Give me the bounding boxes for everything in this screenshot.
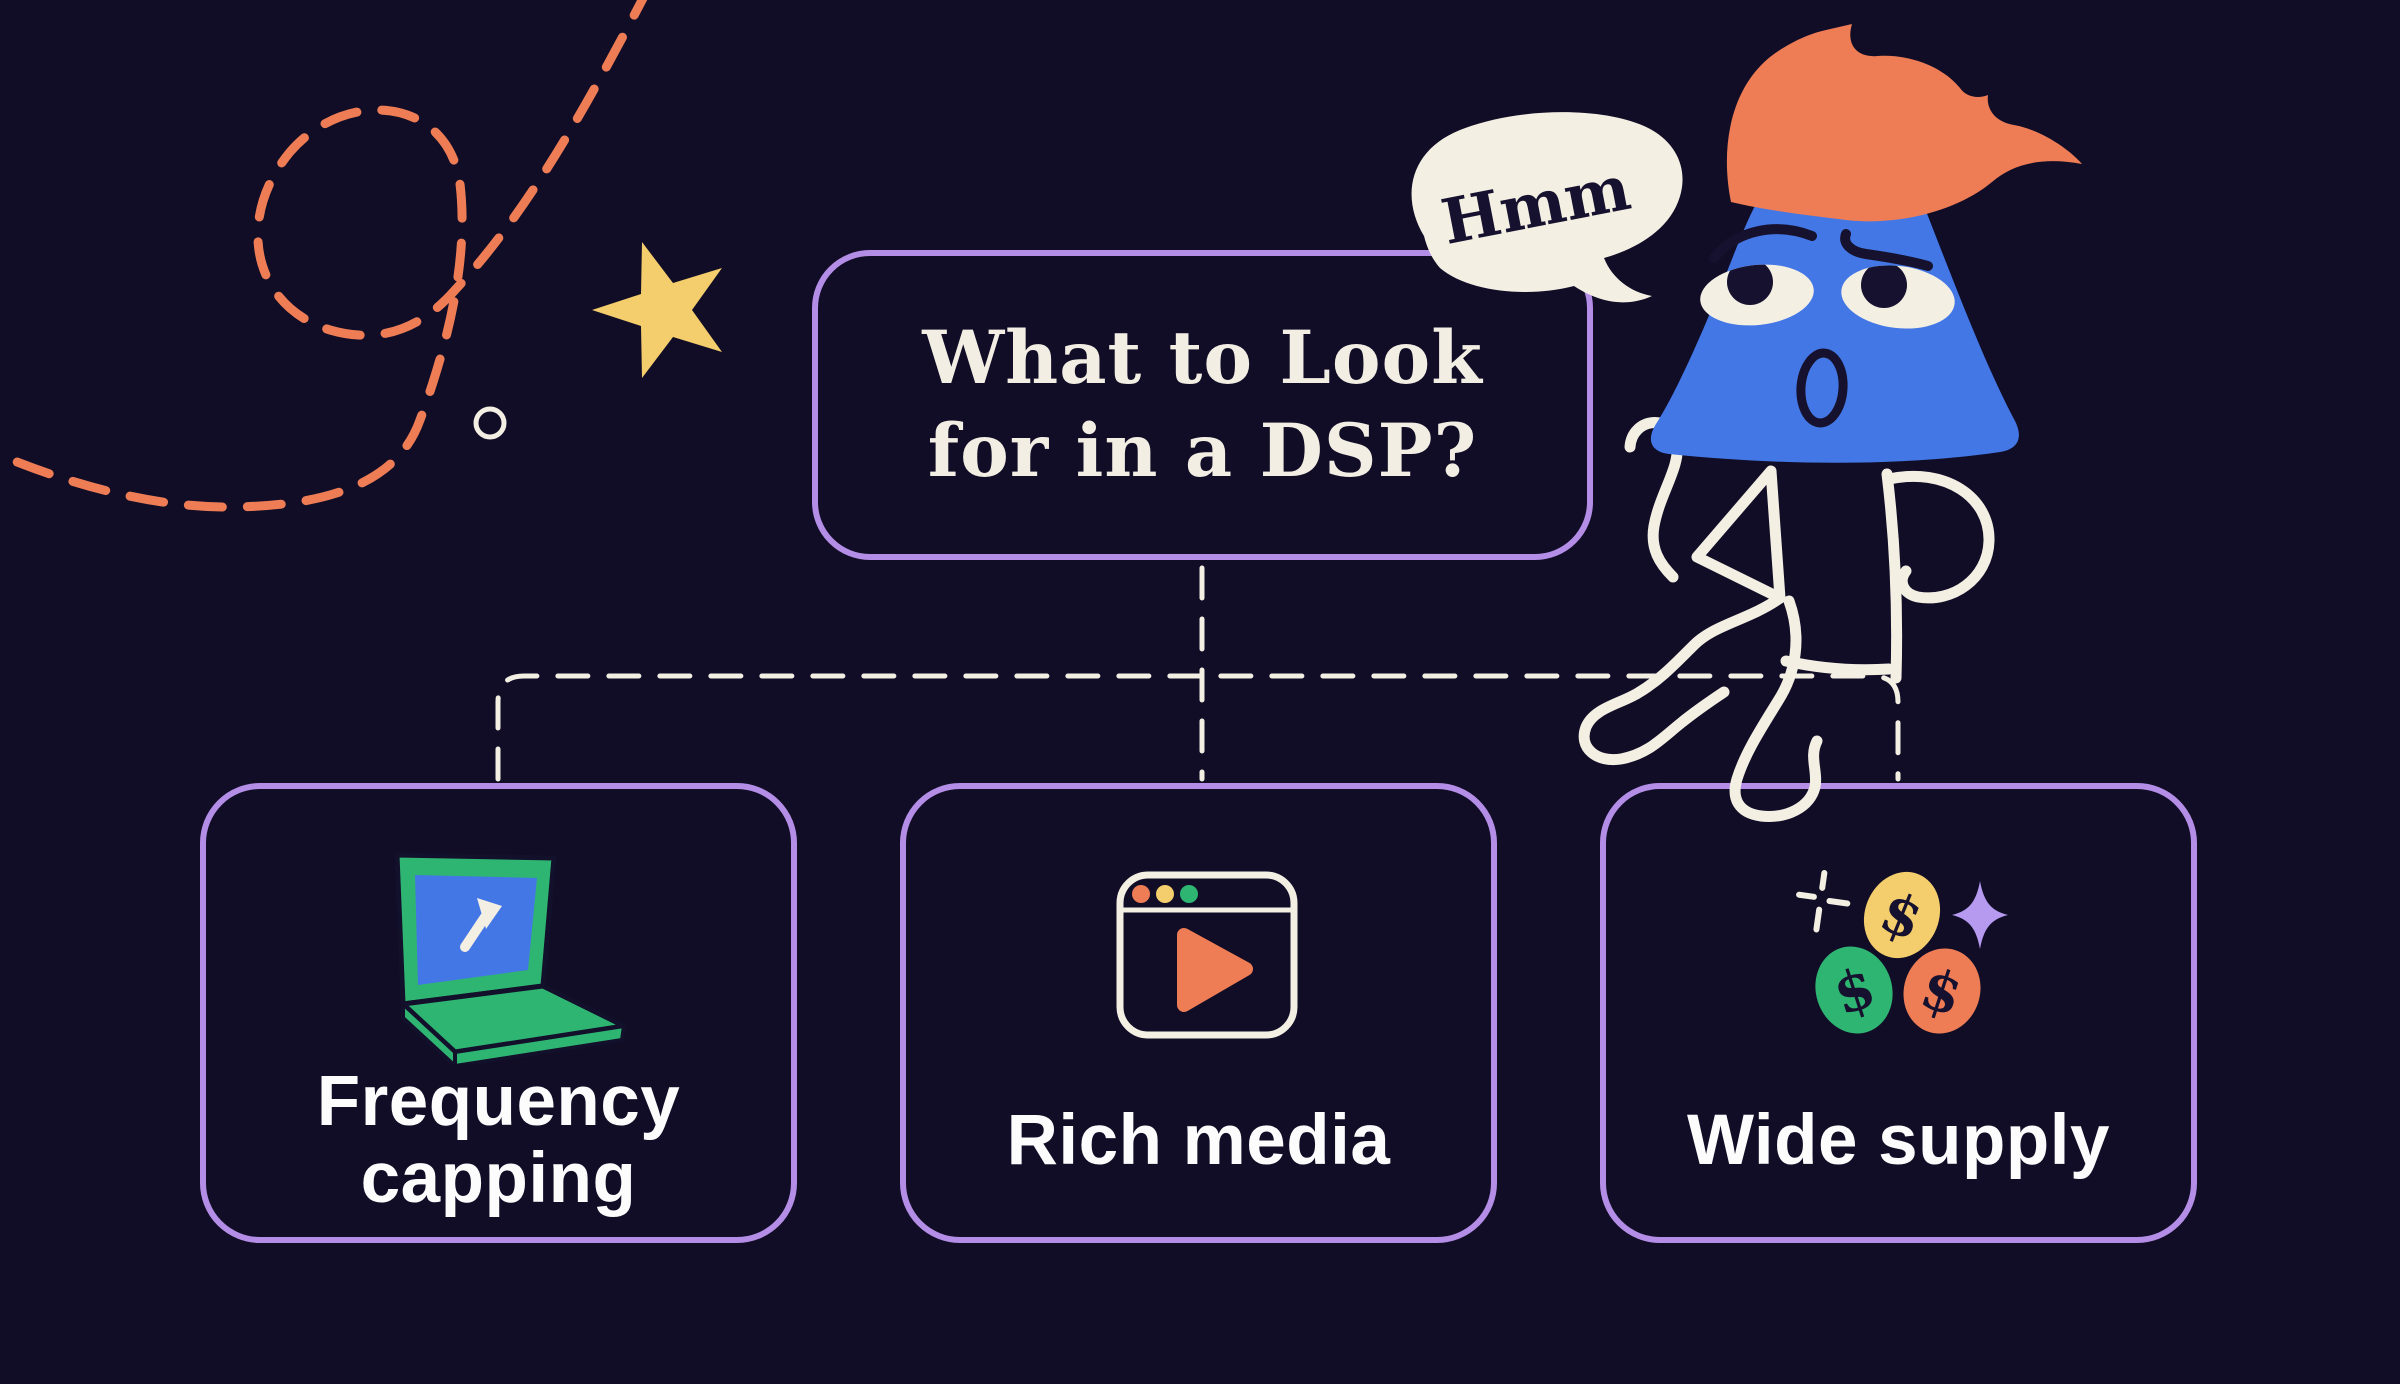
laptop-deck-front-edge — [453, 1024, 626, 1064]
card-label-wide-supply: Wide supply — [1686, 1100, 2110, 1180]
laptop-cursor-icon — [394, 852, 627, 1064]
mascot-face-lines — [1709, 224, 1933, 428]
connector-rail-line — [495, 673, 1901, 782]
mascot-hip-line — [1780, 655, 1895, 676]
mascot-hand-loop — [1883, 470, 1995, 604]
mascot-brow-right — [1840, 229, 1933, 271]
window-dot-green — [1180, 885, 1198, 903]
diamond-sparkle-icon — [1952, 881, 2008, 949]
mascot-hair — [1726, 24, 2082, 222]
title-line-2: for in a DSP? — [927, 408, 1478, 494]
title-card: What to Look for in a DSP? — [812, 250, 1593, 560]
laptop-deck-left-edge — [401, 1002, 457, 1064]
card-frequency-capping: Frequency capping — [200, 783, 797, 1243]
mascot-head — [1650, 146, 2019, 463]
card-label-rich-media: Rich media — [1006, 1100, 1391, 1180]
card-rich-media: Rich media — [900, 783, 1497, 1243]
mascot-right-arm — [1881, 468, 1903, 684]
mascot-left-leg — [1578, 592, 1786, 766]
dollar-coins-icon: $ $ $ — [1796, 870, 2008, 1034]
card-wide-supply: $ $ $ Wide supply — [1600, 783, 2197, 1243]
mascot-brow-left — [1709, 224, 1817, 263]
mascot-eye-left — [1700, 264, 1814, 326]
coin-green: $ — [1815, 946, 1893, 1034]
speech-bubble-text: Hmm — [1436, 151, 1636, 259]
mascot-pupil-left — [1727, 259, 1773, 305]
cursor-arrow-icon — [460, 898, 502, 952]
title-line-1: What to Look — [922, 314, 1483, 401]
card-label-frequency-capping: Frequency capping — [316, 1062, 681, 1218]
mascot-pupil-right — [1861, 262, 1907, 308]
dashed-squiggle-line — [0, 0, 648, 512]
coin-yellow: $ — [1863, 871, 1941, 959]
plus-sparkle-icon — [1796, 870, 1851, 933]
small-circle-outline — [473, 406, 507, 440]
mascot-body-lines — [1578, 417, 1995, 822]
mascot-eye-right — [1841, 265, 1955, 329]
window-dot-red — [1132, 885, 1150, 903]
mascot-knee — [1691, 465, 1786, 604]
play-button-icon — [1177, 928, 1253, 1012]
mascot-mouth — [1796, 348, 1848, 428]
coin-coral: $ — [1903, 948, 1981, 1034]
window-dot-yellow — [1156, 885, 1174, 903]
mascot-left-arm — [1624, 417, 1683, 583]
browser-window-frame — [1116, 871, 1298, 1039]
star-icon — [592, 242, 722, 378]
video-player-window-icon — [1116, 871, 1298, 1039]
